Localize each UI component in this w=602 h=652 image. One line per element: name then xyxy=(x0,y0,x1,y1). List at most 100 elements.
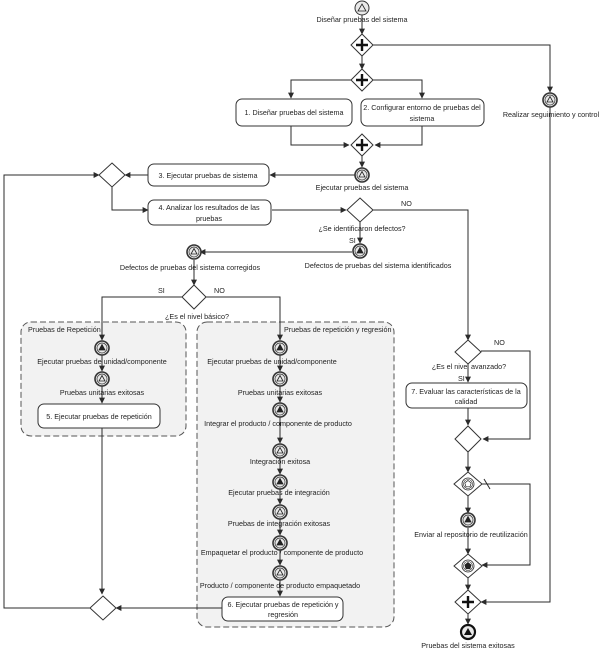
integrar-label: Integrar el producto / componente de pro… xyxy=(204,419,352,428)
task-7-label-line1: 7. Evaluar las características de la xyxy=(411,387,520,396)
signal-icon xyxy=(276,507,284,515)
exclusive-gateway-avanzado[interactable] xyxy=(454,339,482,365)
event-unit-exitosas-2[interactable] xyxy=(272,371,288,387)
end-event-label: Pruebas del sistema exitosas xyxy=(421,641,515,650)
signal-throw-icon xyxy=(276,405,284,413)
signal-icon xyxy=(276,446,284,454)
event-ejec-integ[interactable] xyxy=(272,474,288,490)
flow-label-no-basico: NO xyxy=(214,286,225,295)
plus-icon xyxy=(356,39,368,51)
start-event[interactable] xyxy=(354,0,370,16)
signal-throw-icon xyxy=(276,343,284,351)
task-ejecutar-pruebas-sistema[interactable]: 3. Ejecutar pruebas de sistema xyxy=(147,163,270,187)
signal-throw-icon xyxy=(276,477,284,485)
group-pruebas-repeticion-regresion: Pruebas de repetición y regresión xyxy=(196,321,395,628)
signal-throw-icon xyxy=(276,538,284,546)
flow-label-si-defectos: SI xyxy=(349,236,356,245)
ejec-unidad-2-label: Ejecutar pruebas de unidad/componente xyxy=(207,357,336,366)
pentagon-icon xyxy=(464,562,472,570)
group-pruebas-repeticion-label: Pruebas de Repetición xyxy=(28,325,101,334)
signal-throw-icon xyxy=(464,515,472,523)
sequence-flows xyxy=(3,15,553,625)
task-1-label: 1. Diseñar pruebas del sistema xyxy=(244,108,343,117)
task-4-label-line2: pruebas xyxy=(196,214,222,223)
signal-icon xyxy=(190,247,198,255)
event-integ-exitosa[interactable] xyxy=(272,443,288,459)
exclusive-gateway-basico[interactable] xyxy=(181,284,207,310)
signal-end-icon xyxy=(464,628,472,635)
signal-throw-icon xyxy=(98,343,106,351)
end-event[interactable] xyxy=(459,623,477,641)
intermediate-event-defectos-ident[interactable] xyxy=(352,243,368,259)
flow-label-si-basico: SI xyxy=(158,286,165,295)
event-integrar[interactable] xyxy=(272,402,288,418)
pentagon-icon xyxy=(464,480,472,488)
signal-icon xyxy=(358,170,366,178)
parallel-gateway-top[interactable] xyxy=(350,33,374,57)
event-based-gateway-2[interactable] xyxy=(453,553,483,579)
start-event-label: Diseñar pruebas del sistema xyxy=(316,15,407,24)
integ-exitosa-label: Integración exitosa xyxy=(250,457,310,466)
signal-icon xyxy=(357,3,367,12)
exclusive-gateway-defectos[interactable] xyxy=(346,197,374,223)
event-integ-exitosas[interactable] xyxy=(272,504,288,520)
gateway-avanzado-label: ¿Es el nivel avanzado? xyxy=(432,362,506,371)
group-pruebas-repeticion-regresion-label: Pruebas de repetición y regresión xyxy=(284,325,391,334)
plus-icon xyxy=(356,139,368,151)
event-enviar-repo[interactable] xyxy=(460,512,476,528)
task-2-label-line1: 2. Configurar entorno de pruebas del xyxy=(363,103,481,112)
task-2-label-line2: sistema xyxy=(410,114,435,123)
plus-icon xyxy=(356,74,368,86)
flow-label-no-avanzado: NO xyxy=(494,338,505,347)
task-6-label-line2: regresión xyxy=(268,610,298,619)
plus-icon xyxy=(462,596,474,608)
empaquetar-label: Empaquetar el producto / componente de p… xyxy=(201,548,363,557)
event-ejec-unidad-2[interactable] xyxy=(272,340,288,356)
gateway-basico-label: ¿Es el nivel básico? xyxy=(165,312,229,321)
signal-throw-icon xyxy=(356,246,364,254)
event-unit-exitosas-1[interactable] xyxy=(94,371,110,387)
task-disenar-pruebas[interactable]: 1. Diseñar pruebas del sistema xyxy=(235,98,353,127)
seguimiento-event-label: Realizar seguimiento y control xyxy=(503,110,600,119)
task-5-label: 5. Ejecutar pruebas de repetición xyxy=(46,412,151,421)
exclusive-gateway-bottom[interactable] xyxy=(89,595,117,621)
defectos-ident-label: Defectos de pruebas del sistema identifi… xyxy=(305,261,452,270)
signal-icon xyxy=(276,568,284,576)
task-pruebas-repeticion[interactable]: 5. Ejecutar pruebas de repetición xyxy=(37,403,161,429)
parallel-gateway-split[interactable] xyxy=(350,68,374,92)
task-pruebas-repeticion-regresion[interactable]: 6. Ejecutar pruebas de repetición y regr… xyxy=(221,596,344,622)
unit-exitosas-1-label: Pruebas unitarias exitosas xyxy=(60,388,145,397)
parallel-gateway-final[interactable] xyxy=(454,589,482,615)
exclusive-gateway-loop-top[interactable] xyxy=(98,162,126,188)
integ-exitosas-label: Pruebas de integración exitosas xyxy=(228,519,331,528)
task-evaluar-calidad[interactable]: 7. Evaluar las características de la cal… xyxy=(405,382,528,409)
event-empaquetar[interactable] xyxy=(272,535,288,551)
task-6-label-line1: 6. Ejecutar pruebas de repetición y xyxy=(227,600,338,609)
empaquetado-label: Producto / componente de producto empaqu… xyxy=(200,581,360,590)
event-empaquetado[interactable] xyxy=(272,565,288,581)
flow-label-si-avanzado: SI xyxy=(458,374,465,383)
task-4-label-line1: 4. Analizar los resultados de las xyxy=(158,203,259,212)
signal-icon xyxy=(546,95,554,103)
flow-label-no-defectos: NO xyxy=(401,199,412,208)
intermediate-event-seguimiento[interactable] xyxy=(542,92,558,108)
event-based-gateway-1[interactable] xyxy=(453,471,483,497)
event-ejec-unidad-1[interactable] xyxy=(94,340,110,356)
gateway-defectos-label: ¿Se identificaron defectos? xyxy=(318,224,405,233)
task-3-label: 3. Ejecutar pruebas de sistema xyxy=(158,171,257,180)
task-7-label-line2: calidad xyxy=(455,397,478,406)
unit-exitosas-2-label: Pruebas unitarias exitosas xyxy=(238,388,323,397)
signal-icon xyxy=(276,374,284,382)
task-configurar-entorno[interactable]: 2. Configurar entorno de pruebas del sis… xyxy=(360,98,485,127)
exclusive-gateway-merge[interactable] xyxy=(454,425,482,453)
task-analizar-resultados[interactable]: 4. Analizar los resultados de las prueba… xyxy=(147,199,272,226)
parallel-gateway-join[interactable] xyxy=(350,133,374,157)
signal-icon xyxy=(98,374,106,382)
ejec-unidad-1-label: Ejecutar pruebas de unidad/componente xyxy=(37,357,166,366)
intermediate-event-ejecutar[interactable] xyxy=(354,167,370,183)
intermediate-event-defectos-corr[interactable] xyxy=(186,244,202,260)
enviar-repo-label: Enviar al repositorio de reutilización xyxy=(414,530,527,539)
defectos-corr-label: Defectos de pruebas del sistema corregid… xyxy=(120,263,261,272)
ejec-integ-label: Ejecutar pruebas de integración xyxy=(228,488,330,497)
